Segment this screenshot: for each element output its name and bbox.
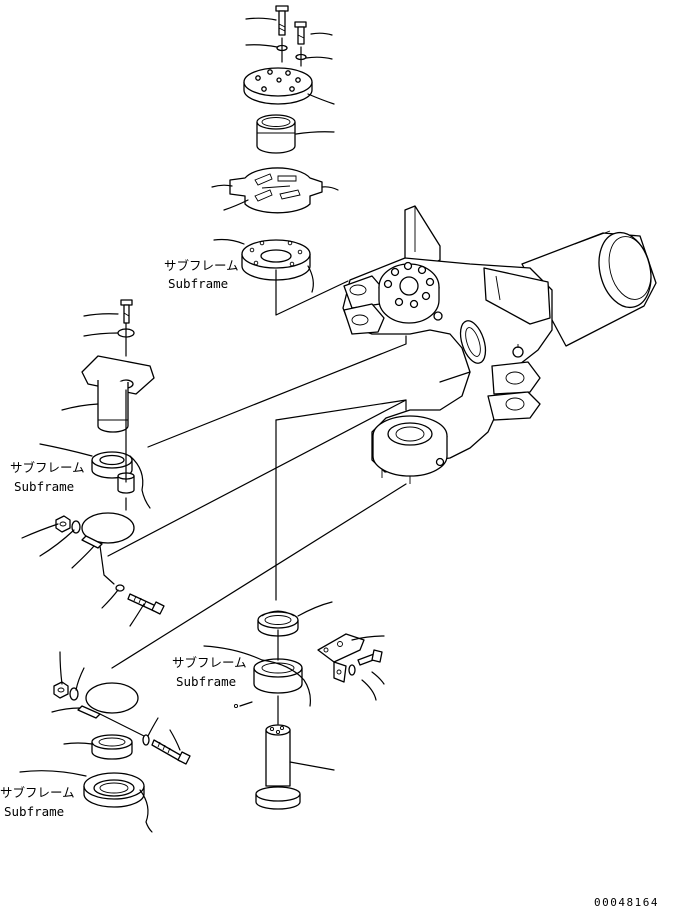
bushing-left-lower xyxy=(91,734,133,760)
subframe-label-2: サブフレーム Subframe xyxy=(10,460,85,494)
left-upper-stack xyxy=(39,299,155,509)
subframe-label-en: Subframe xyxy=(4,804,64,819)
assembly-guide-lines xyxy=(107,335,471,669)
seal-ring-left-lower xyxy=(83,772,145,808)
nut-left-mid xyxy=(55,515,71,533)
subframe-label-4: サブフレーム Subframe xyxy=(0,785,75,819)
washer-center xyxy=(348,664,356,676)
subframe-label-1: サブフレーム Subframe xyxy=(164,258,239,291)
bolt-center xyxy=(357,649,383,666)
pin-center-lower xyxy=(255,724,301,810)
subframe-label-jp: サブフレーム xyxy=(164,258,239,273)
subframe-label-en: Subframe xyxy=(168,276,228,291)
subframe-label-en: Subframe xyxy=(176,674,236,689)
bushing-left-upper xyxy=(91,451,135,494)
left-lower-stack xyxy=(19,651,191,833)
bolt-long-top xyxy=(275,5,289,36)
subframe-label-3: サブフレーム Subframe xyxy=(172,655,247,689)
shim-plate xyxy=(229,167,323,214)
subframe-label-en: Subframe xyxy=(14,479,74,494)
bolt-left-lower xyxy=(151,739,191,765)
band-clamp-upper xyxy=(81,512,135,592)
bolt-left-upper xyxy=(120,299,133,324)
frame-bracket xyxy=(404,205,441,267)
bracket-center xyxy=(317,633,365,683)
bolt-left-mid xyxy=(127,593,165,615)
washer-left-lower xyxy=(69,687,79,701)
dot-marker xyxy=(233,703,239,709)
bolt-short-top xyxy=(294,21,307,45)
band-clamp-lower xyxy=(77,682,149,739)
housing-top xyxy=(241,239,311,281)
center-lower-stack xyxy=(203,601,385,810)
nut-left-lower xyxy=(53,681,69,699)
seal-center xyxy=(257,610,299,637)
axle-cylinder xyxy=(521,230,657,347)
washer-lower-right xyxy=(142,734,150,746)
cover-plate xyxy=(243,67,313,105)
upper-pivot-stack xyxy=(211,5,349,316)
left-band-assembly xyxy=(21,512,165,627)
subframe-label-jp: サブフレーム xyxy=(0,785,75,800)
drawing-number: 00048164 xyxy=(594,896,659,909)
main-frame-pivot xyxy=(342,205,657,484)
subframe-label-jp: サブフレーム xyxy=(172,655,247,670)
bushing-center xyxy=(253,658,303,694)
pin-with-plate xyxy=(81,355,155,433)
bushing-top xyxy=(256,114,296,154)
yoke-body xyxy=(342,257,553,484)
subframe-label-jp: サブフレーム xyxy=(10,460,85,475)
